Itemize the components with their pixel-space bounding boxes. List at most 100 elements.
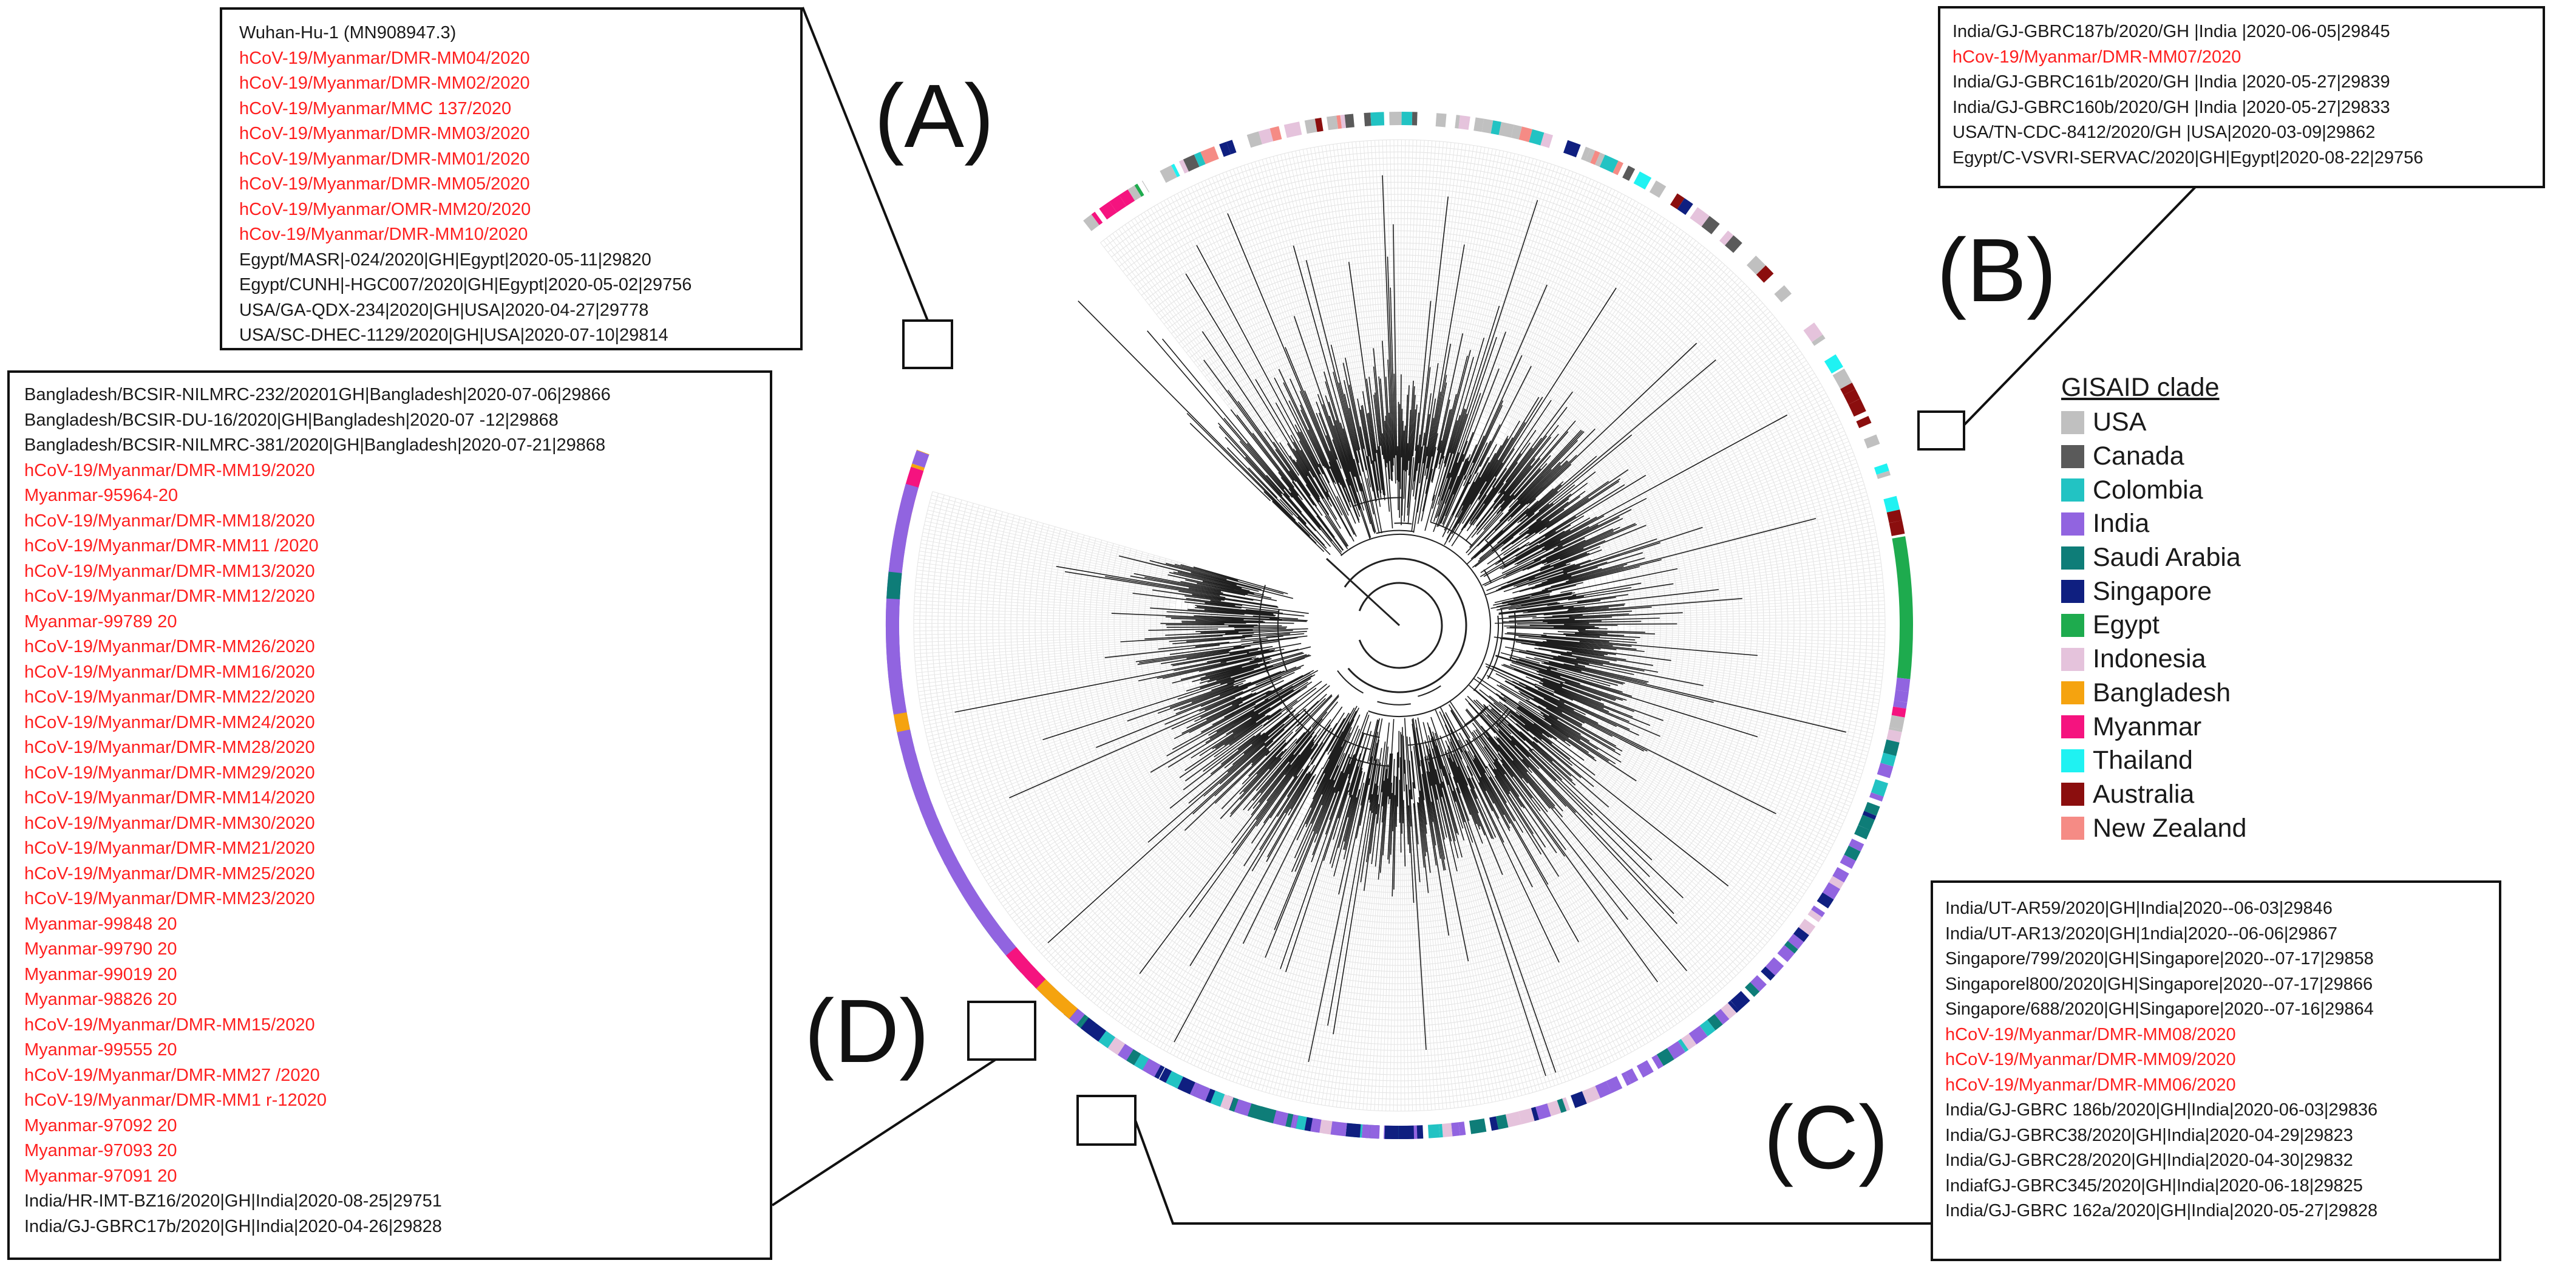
tip-guide-line — [1500, 832, 1612, 1063]
tip-guide-line — [1492, 807, 1622, 1058]
tip-guide-line — [1605, 413, 1837, 526]
tip-guide-line — [1291, 151, 1352, 416]
country-ring-segment — [1118, 1044, 1133, 1061]
tip-guide-line — [1254, 162, 1336, 420]
tip-guide-line — [1487, 845, 1580, 1077]
tip-guide-line — [1044, 767, 1247, 957]
myanmar-sequence-label: hCoV-19/Myanmar/DMR-MM1 r-12020 — [24, 1091, 327, 1110]
country-ring-segment — [1843, 389, 1861, 405]
sequence-label: Egypt/C-VSVRI-SERVAC/2020|GH|Egypt|2020-… — [1952, 148, 2424, 168]
tip-guide-line — [1414, 141, 1436, 421]
tip-guide-line — [1321, 146, 1363, 395]
tip-guide-line — [1414, 826, 1436, 1110]
myanmar-sequence-label: hCoV-19/Myanmar/DMR-MM24/2020 — [24, 712, 315, 732]
tip-guide-line — [950, 711, 1189, 810]
tip-guide-line — [915, 585, 1174, 607]
tip-guide-line — [1280, 825, 1350, 1097]
tip-guide-line — [1317, 146, 1365, 420]
internal-arc — [1376, 529, 1414, 534]
country-ring-segment — [1777, 945, 1795, 962]
tip-guide-line — [1622, 517, 1874, 576]
tip-guide-line — [915, 642, 1194, 666]
tip-guide-line — [914, 631, 1182, 639]
tip-guide-line — [1533, 776, 1722, 989]
tip-guide-line — [1208, 179, 1316, 431]
myanmar-sequence-label: hCoV-19/Myanmar/DMR-MM28/2020 — [24, 738, 315, 757]
country-ring-segment — [1633, 171, 1652, 190]
tip-guide-line — [1121, 798, 1279, 1024]
internal-arc — [1344, 557, 1467, 693]
sequence-label: Egypt/CUNH|-HGC007/2020|GH|Egypt|2020-05… — [239, 275, 692, 294]
tip-guide-line — [1431, 146, 1478, 428]
tip-guide-line — [925, 520, 1195, 581]
tip-guide-line — [1615, 593, 1884, 611]
tip-guide-line — [1127, 222, 1277, 443]
tip-guide-line — [1616, 434, 1846, 533]
tip-guide-line — [1229, 170, 1323, 419]
tip-guide-line — [1288, 152, 1353, 425]
country-ring-segment — [1581, 146, 1591, 162]
tip-guide-line — [1616, 687, 1867, 760]
tip-guide-line — [1508, 199, 1633, 426]
tip-guide-line — [1589, 427, 1843, 541]
legend-label: India — [2093, 509, 2150, 539]
tip-guide-line — [1425, 853, 1455, 1108]
tip-guide-line — [1591, 462, 1858, 558]
tip-guide-line — [1348, 142, 1376, 401]
tip-guide-line — [1552, 784, 1736, 976]
tip-guide-line — [1134, 218, 1278, 438]
tip-guide-line — [1036, 759, 1249, 948]
tip-guide-line — [1467, 845, 1545, 1089]
tip-guide-line — [1580, 326, 1782, 484]
tip-guide-line — [1541, 801, 1705, 1004]
tip-guide-line — [1582, 763, 1787, 919]
tip-guide-line — [914, 600, 1195, 616]
country-ring-segment — [1883, 495, 1900, 513]
myanmar-sequence-label: hCoV-19/Myanmar/DMR-MM15/2020 — [24, 1015, 315, 1035]
tip-guide-line — [1454, 153, 1515, 400]
tip-guide-line — [917, 653, 1165, 685]
country-ring-segment — [1098, 1030, 1115, 1049]
tip-guide-line — [1591, 758, 1798, 904]
country-ring-segment — [1590, 150, 1600, 165]
tip-guide-line — [1475, 811, 1584, 1075]
tip-guide-line — [1002, 751, 1222, 907]
tip-guide-line — [1624, 566, 1882, 599]
sequence-label: Singaporel800/2020|GH|Singapore|2020--07… — [1945, 974, 2373, 994]
tip-guide-line — [1608, 632, 1885, 644]
legend-label: New Zealand — [2093, 813, 2247, 843]
tip-guide-line — [926, 676, 1181, 737]
tip-guide-line — [1127, 809, 1276, 1029]
country-ring-segment — [1189, 1082, 1199, 1097]
sequence-label: Singapore/799/2020|GH|Singapore|2020--07… — [1945, 949, 2374, 968]
tip-guide-line — [1375, 140, 1389, 413]
country-ring-segment — [1869, 792, 1884, 802]
tip-guide-line — [916, 643, 1197, 670]
tip-guide-line — [1598, 466, 1859, 557]
tip-guide-line — [919, 551, 1197, 594]
country-ring-segment — [1756, 265, 1774, 283]
tip-guide-line — [1167, 199, 1290, 424]
sequence-label: Bangladesh/BCSIR-NILMRC-381/2020|GH|Bang… — [24, 435, 606, 455]
tip-guide-line — [932, 491, 1188, 565]
myanmar-sequence-label: hCoV-19/Myanmar/DMR-MM14/2020 — [24, 788, 315, 808]
country-ring-segment — [1119, 189, 1135, 206]
tip-guide-line — [1389, 853, 1395, 1111]
country-ring-segment — [1226, 140, 1237, 155]
tip-guide-line — [1157, 204, 1288, 431]
tip-guide-line — [1501, 188, 1612, 417]
tip-guide-line — [1442, 846, 1493, 1103]
tip-guide-line — [1626, 626, 1885, 628]
country-ring-segment — [1330, 1121, 1347, 1137]
myanmar-sequence-label: hCoV-19/Myanmar/DMR-MM02/2020 — [239, 73, 530, 93]
country-ring-segment — [1498, 121, 1514, 138]
country-ring-segment — [1220, 1094, 1234, 1111]
tip-guide-line — [1586, 749, 1804, 894]
tip-guide-line — [1555, 262, 1723, 451]
myanmar-sequence-label: hCoV-19/Myanmar/DMR-MM05/2020 — [239, 174, 530, 194]
tip-guide-line — [919, 554, 1201, 597]
internal-arc — [1418, 685, 1441, 697]
tip-guide-line — [1615, 555, 1880, 594]
tip-guide-line — [1593, 458, 1856, 556]
tip-guide-line — [917, 653, 1184, 689]
